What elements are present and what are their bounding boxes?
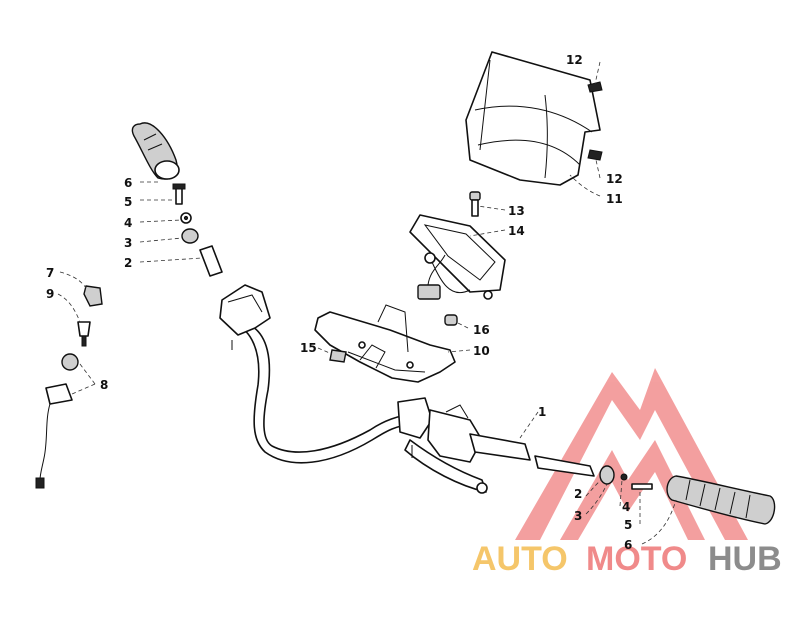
callout-3-right: 3	[574, 509, 582, 523]
leader-lines	[57, 61, 677, 545]
left-screw-5	[172, 183, 186, 205]
callout-15: 15	[300, 341, 317, 355]
watermark-mountain-outer	[515, 368, 748, 540]
callout-5-left: 5	[124, 195, 132, 209]
right-screw-5	[631, 483, 653, 490]
callout-12-top: 12	[566, 53, 583, 67]
switch-body-9	[77, 321, 91, 347]
callout-5-right: 5	[624, 518, 632, 532]
switch-nut	[61, 353, 79, 371]
callout-12-bottom: 12	[606, 172, 623, 186]
left-washer-4	[180, 212, 192, 224]
watermark-hub: HUB	[708, 540, 782, 578]
watermark-logo-icon	[515, 368, 748, 540]
right-grip-tube-1	[469, 433, 531, 461]
callout-4-left: 4	[124, 216, 132, 230]
callout-14: 14	[508, 224, 525, 238]
handlebar	[235, 324, 413, 464]
callout-2-left: 2	[124, 256, 132, 270]
callout-9: 9	[46, 287, 54, 301]
watermark-moto: MOTO	[586, 540, 687, 578]
callout-13: 13	[508, 204, 525, 218]
screw-top	[587, 81, 603, 93]
left-throttle-housing	[219, 284, 271, 350]
callout-1: 1	[538, 405, 546, 419]
callout-7: 7	[46, 266, 54, 280]
right-tube-2	[534, 455, 595, 477]
gauge-cluster	[409, 214, 506, 300]
switch-harness-8	[35, 383, 73, 489]
clip-15	[329, 349, 347, 363]
callout-16: 16	[473, 323, 490, 337]
callout-labels: 6 5 4 3 2 7 9 8 12 12 11 13 14 16 10 15 …	[46, 53, 632, 552]
callout-11: 11	[606, 192, 623, 206]
watermark-auto: AUTO	[472, 540, 568, 578]
right-grip-6	[666, 475, 776, 525]
right-washer-4	[620, 473, 628, 481]
left-grip-6	[131, 122, 180, 180]
callout-8: 8	[100, 378, 108, 392]
left-tube-2	[199, 245, 223, 277]
mounting-bracket	[314, 304, 456, 383]
gauge-bolt	[469, 191, 481, 217]
callout-4-right: 4	[622, 500, 630, 514]
rubber-mount	[444, 314, 458, 326]
callout-10: 10	[473, 344, 490, 358]
screw-bottom	[587, 149, 603, 161]
left-bushing-3	[181, 228, 199, 244]
callout-3-left: 3	[124, 236, 132, 250]
instrument-hood	[465, 51, 601, 186]
brake-lever-assembly	[397, 397, 488, 494]
callout-6-left: 6	[124, 176, 132, 190]
watermark-mountain-inner	[560, 440, 705, 540]
callout-2-right: 2	[574, 487, 582, 501]
watermark-wordmark: AUTO MOTO HUB	[472, 540, 782, 578]
callout-6-right: 6	[624, 538, 632, 552]
switch-cap-7	[83, 285, 103, 307]
right-bushing-3	[599, 465, 615, 485]
